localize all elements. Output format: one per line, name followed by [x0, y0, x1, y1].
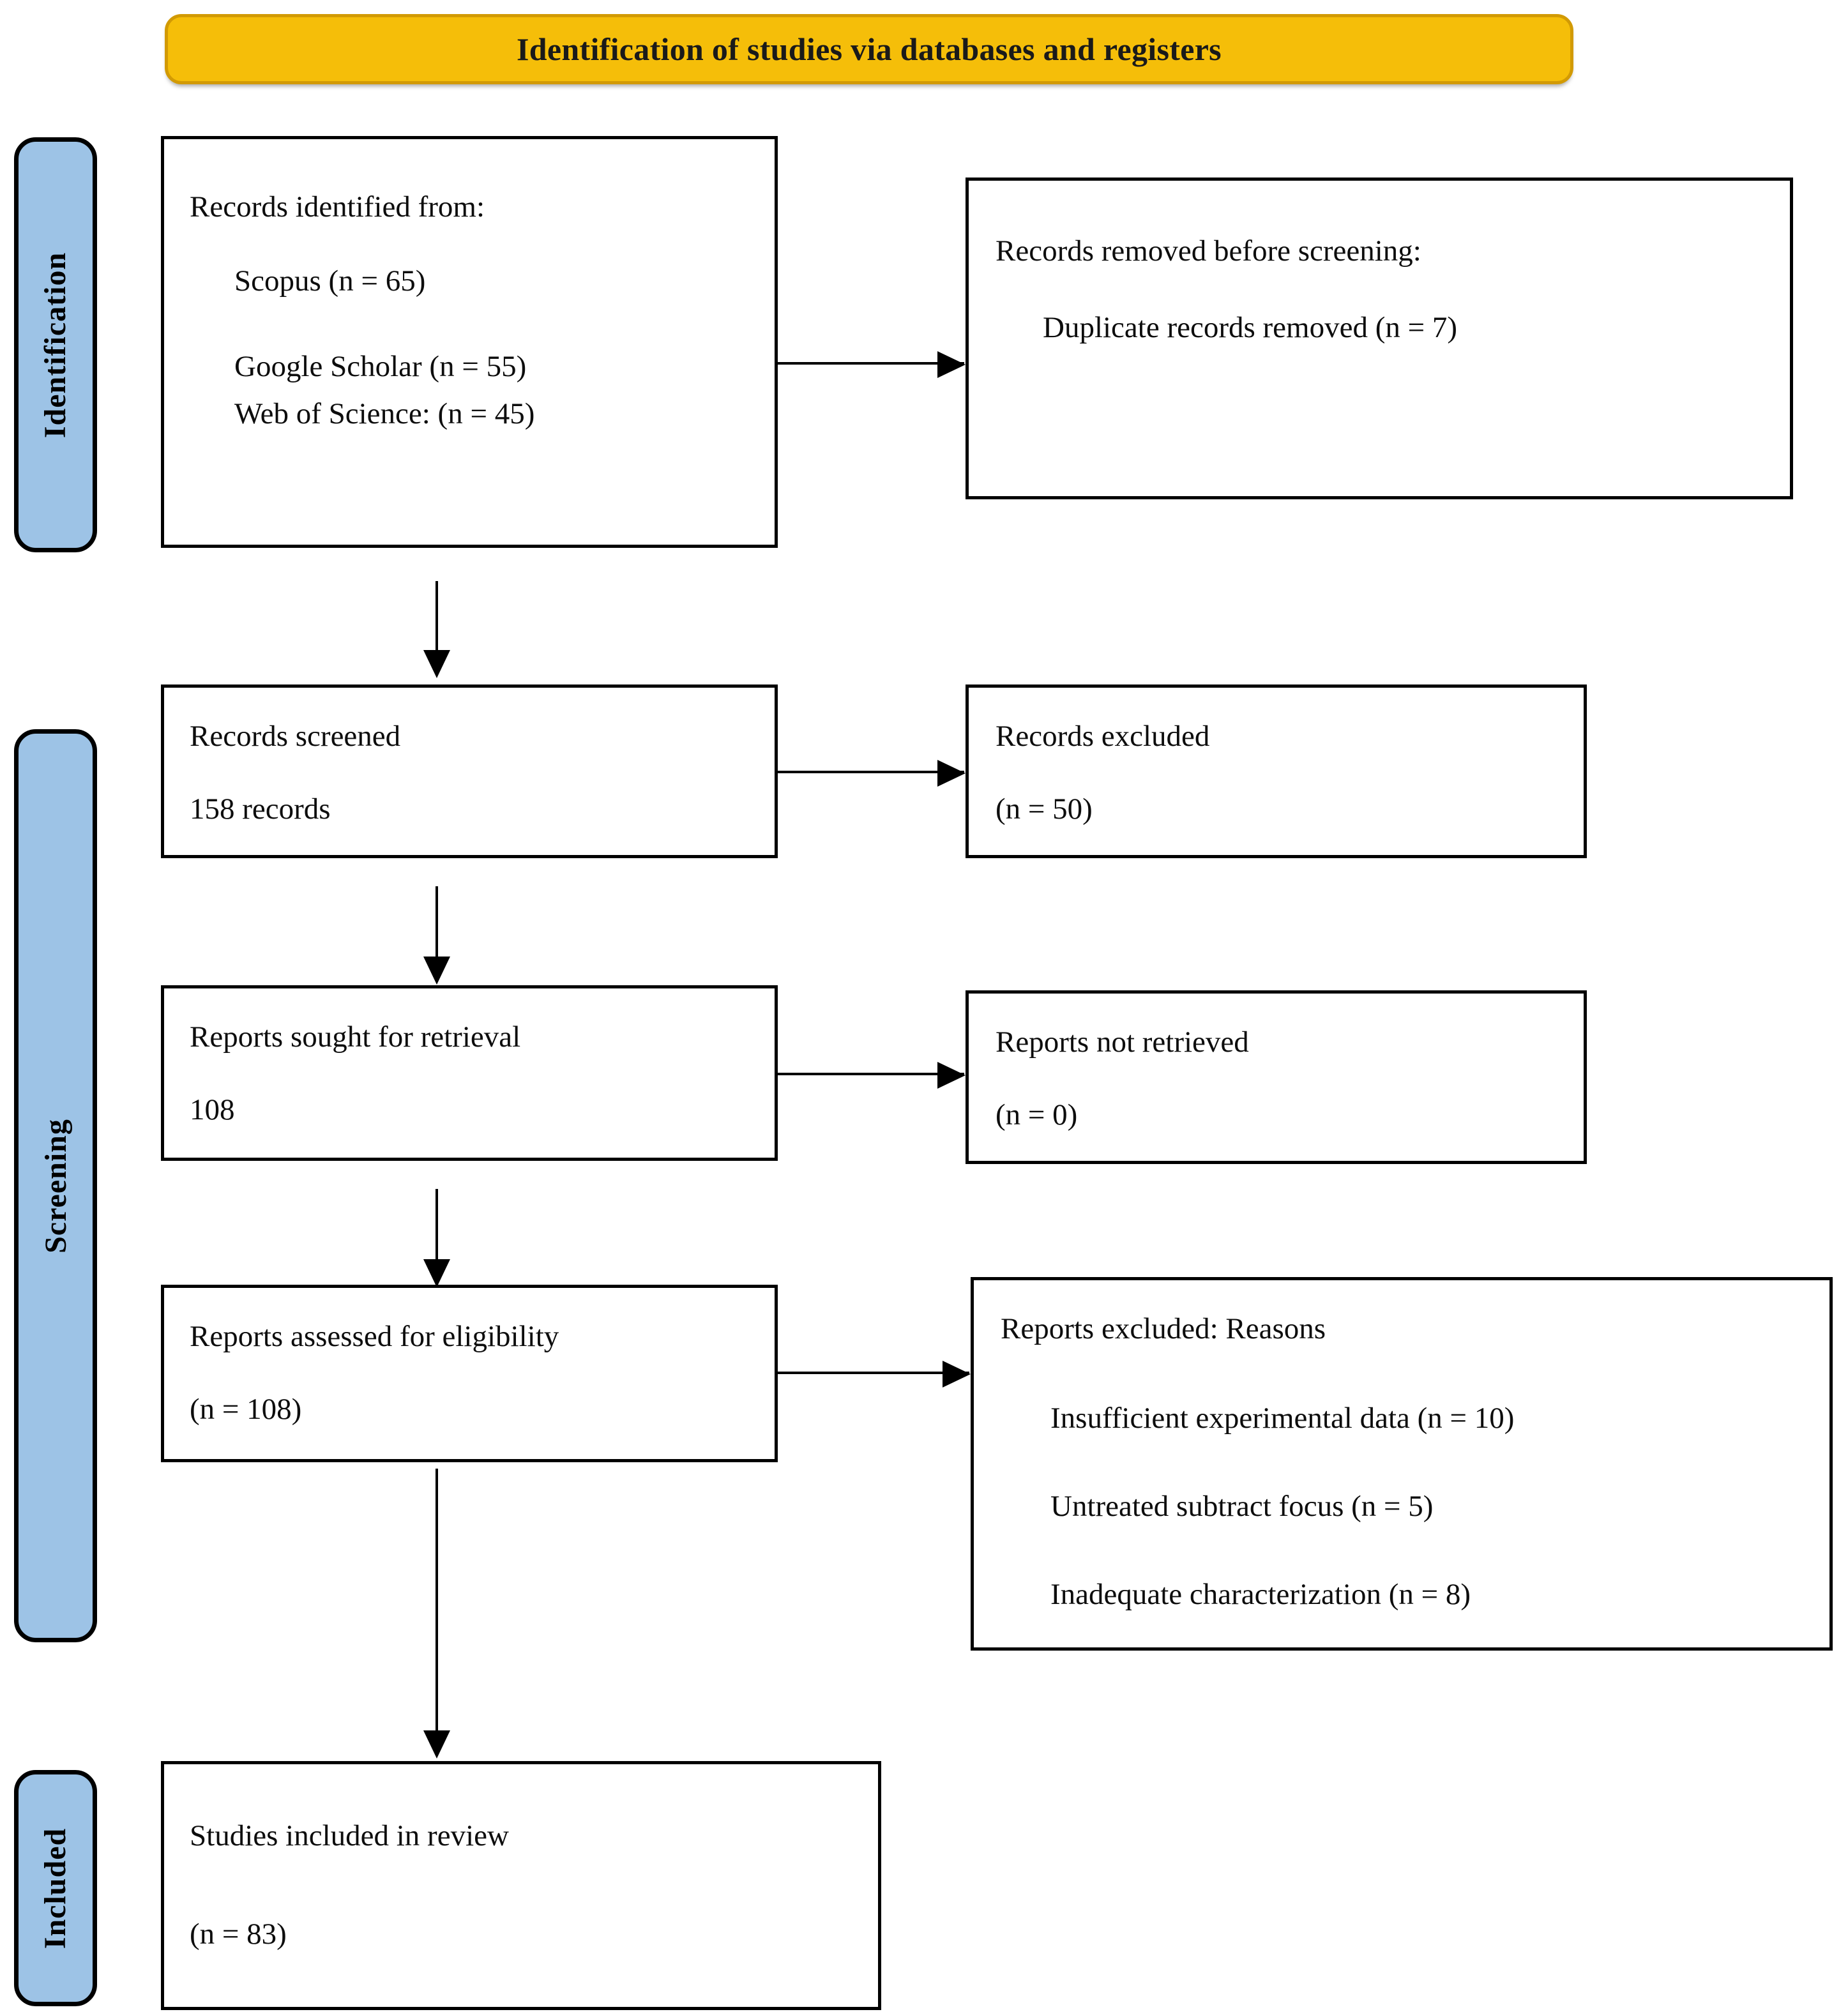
records-screened-count: 158 records [190, 792, 331, 826]
reports-sought-heading: Reports sought for retrieval [190, 1020, 521, 1054]
arrow-assessed-to-included [423, 1469, 450, 1759]
records-identified-heading: Records identified from: [190, 190, 485, 223]
reports-excluded-heading: Reports excluded: Reasons [1001, 1312, 1326, 1345]
arrow-identified-to-removed [778, 351, 966, 378]
reports-not-retrieved-count: (n = 0) [996, 1098, 1078, 1131]
records-identified-wos: Web of Science: (n = 45) [234, 397, 535, 430]
records-identified-gscholar: Google Scholar (n = 55) [234, 350, 527, 383]
box-reports-excluded-reasons: Reports excluded: Reasons Insufficient e… [971, 1277, 1833, 1651]
reports-assessed-count: (n = 108) [190, 1393, 302, 1426]
studies-included-heading: Studies included in review [190, 1819, 509, 1852]
stage-label-screening: Screening [14, 729, 97, 1642]
reports-assessed-heading: Reports assessed for eligibility [190, 1320, 559, 1353]
box-records-removed: Records removed before screening: Duplic… [966, 178, 1793, 499]
arrow-assessed-to-excluded-reasons [778, 1361, 971, 1388]
box-reports-not-retrieved: Reports not retrieved (n = 0) [966, 990, 1587, 1164]
stage-label-included: Included [14, 1770, 97, 2006]
reports-excluded-reason-2: Untreated subtract focus (n = 5) [1050, 1490, 1434, 1523]
reports-excluded-reason-3: Inadequate characterization (n = 8) [1050, 1578, 1471, 1611]
diagram-header-banner: Identification of studies via databases … [165, 14, 1573, 84]
records-excluded-heading: Records excluded [996, 720, 1210, 753]
stage-label-screening-text: Screening [38, 1118, 73, 1253]
reports-sought-count: 108 [190, 1093, 235, 1126]
box-studies-included: Studies included in review (n = 83) [161, 1761, 881, 2010]
reports-excluded-reason-1: Insufficient experimental data (n = 10) [1050, 1402, 1515, 1435]
records-removed-duplicate: Duplicate records removed (n = 7) [1043, 311, 1458, 344]
records-removed-heading: Records removed before screening: [996, 234, 1421, 268]
stage-label-included-text: Included [38, 1827, 73, 1949]
arrow-identified-to-screened [423, 581, 450, 678]
box-records-screened: Records screened 158 records [161, 685, 778, 858]
arrow-sought-to-assessed [423, 1189, 450, 1287]
arrow-screened-to-sought [423, 886, 450, 985]
stage-label-identification: Identification [14, 137, 97, 552]
studies-included-count: (n = 83) [190, 1917, 287, 1951]
arrow-sought-to-not-retrieved [778, 1062, 966, 1089]
box-records-excluded: Records excluded (n = 50) [966, 685, 1587, 858]
records-identified-scopus: Scopus (n = 65) [234, 264, 426, 298]
box-reports-assessed: Reports assessed for eligibility (n = 10… [161, 1285, 778, 1462]
box-records-identified: Records identified from: Scopus (n = 65)… [161, 136, 778, 548]
box-reports-sought: Reports sought for retrieval 108 [161, 985, 778, 1161]
arrow-screened-to-excluded [778, 760, 966, 787]
reports-not-retrieved-heading: Reports not retrieved [996, 1025, 1249, 1059]
records-screened-heading: Records screened [190, 720, 401, 753]
diagram-title: Identification of studies via databases … [517, 31, 1222, 67]
stage-label-identification-text: Identification [38, 252, 73, 438]
records-excluded-count: (n = 50) [996, 792, 1093, 826]
